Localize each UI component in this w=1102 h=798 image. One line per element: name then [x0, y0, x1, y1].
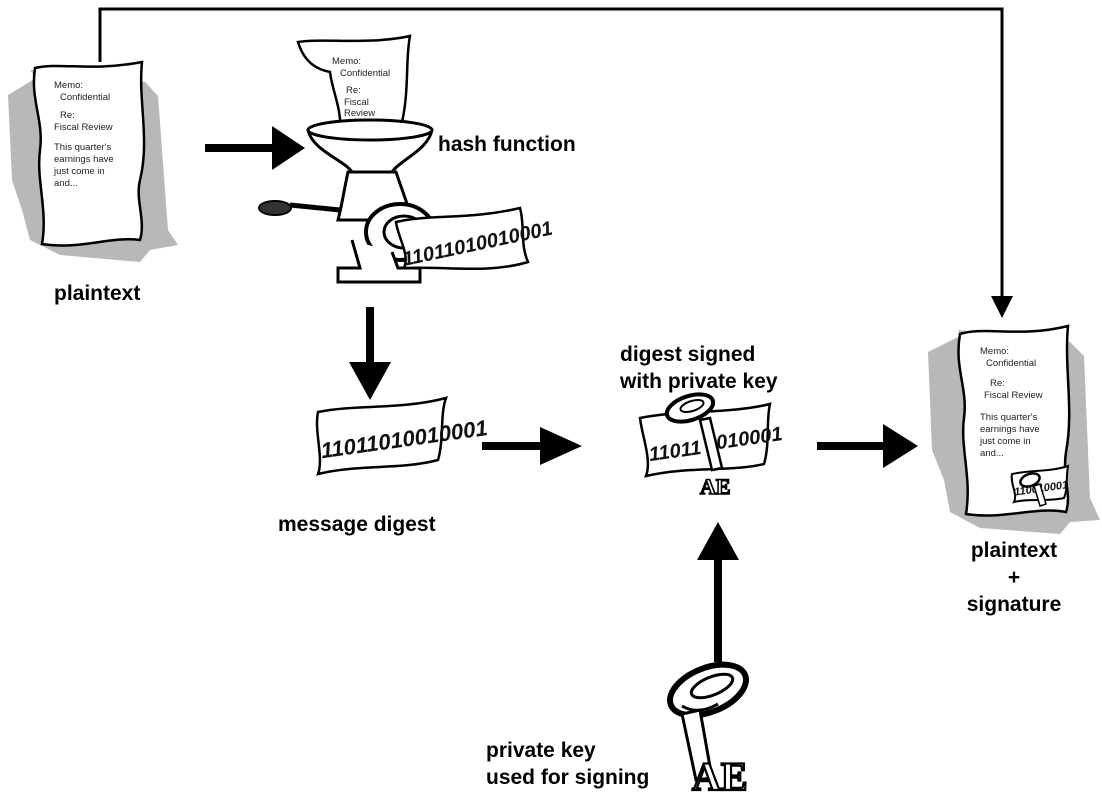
private-key-line-2: used for signing: [486, 766, 650, 789]
top-connector-arrowhead: [991, 296, 1013, 318]
memo-line: Confidential: [986, 358, 1036, 369]
memo-line: This quarter's: [54, 142, 112, 153]
output-label-line-3: signature: [966, 593, 1062, 616]
memo-line: earnings have: [54, 154, 114, 165]
funnel-memo-line: Confidential: [340, 68, 390, 79]
digest-signed-line-1: digest signed: [620, 343, 756, 366]
private-key-line-1: private key: [486, 739, 596, 762]
output-label: plaintext + signature: [944, 537, 1084, 618]
funnel-memo-line: Review: [344, 108, 375, 119]
arrow-signed-to-output: [817, 424, 918, 468]
memo-line: earnings have: [980, 424, 1040, 435]
digest-signed-line-2: with private key: [620, 370, 778, 393]
message-digest-icon: 11011010010001: [315, 396, 489, 476]
small-key-letters: AE: [700, 474, 731, 499]
arrow-plaintext-to-hash: [205, 126, 305, 170]
output-label-line-2: +: [1007, 566, 1021, 589]
private-key-icon: AE: [667, 661, 749, 798]
memo-line: Memo:: [54, 80, 83, 91]
arrow-key-to-signed: [697, 522, 739, 662]
memo-line: and...: [980, 448, 1004, 459]
plaintext-label: plaintext: [54, 282, 141, 305]
arrow-hash-to-digest: [349, 307, 391, 400]
top-connector-line: [98, 7, 1004, 300]
funnel-memo-line: Memo:: [332, 56, 361, 67]
memo-line: Re:: [990, 378, 1005, 389]
memo-line: This quarter's: [980, 412, 1038, 423]
plaintext-document-icon: Memo: Confidential Re: Fiscal Review Thi…: [8, 60, 178, 262]
hash-grinder-icon: Memo: Confidential Re: Fiscal Review 110…: [258, 34, 555, 284]
signed-digest-icon: 11011 010001 AE: [638, 392, 784, 500]
memo-line: and...: [54, 178, 78, 189]
funnel-memo-line: Re:: [346, 85, 361, 96]
signed-document-icon: Memo: Confidential Re: Fiscal Review Thi…: [928, 324, 1100, 534]
memo-line: Memo:: [980, 346, 1009, 357]
arrow-digest-to-signed: [482, 427, 582, 465]
memo-line: Confidential: [60, 92, 110, 103]
output-label-line-1: plaintext: [970, 539, 1058, 562]
memo-line: Fiscal Review: [984, 390, 1043, 401]
memo-line: just come in: [53, 166, 105, 177]
memo-line: Re:: [60, 110, 75, 121]
message-digest-label: message digest: [278, 513, 436, 536]
hash-function-label: hash function: [438, 133, 576, 156]
memo-line: just come in: [979, 436, 1031, 447]
private-key-label: private key used for signing: [486, 737, 649, 791]
memo-line: Fiscal Review: [54, 122, 113, 133]
large-key-letters: AE: [692, 754, 748, 798]
digest-signed-label: digest signed with private key: [620, 341, 778, 395]
funnel-memo-line: Fiscal: [344, 97, 369, 108]
